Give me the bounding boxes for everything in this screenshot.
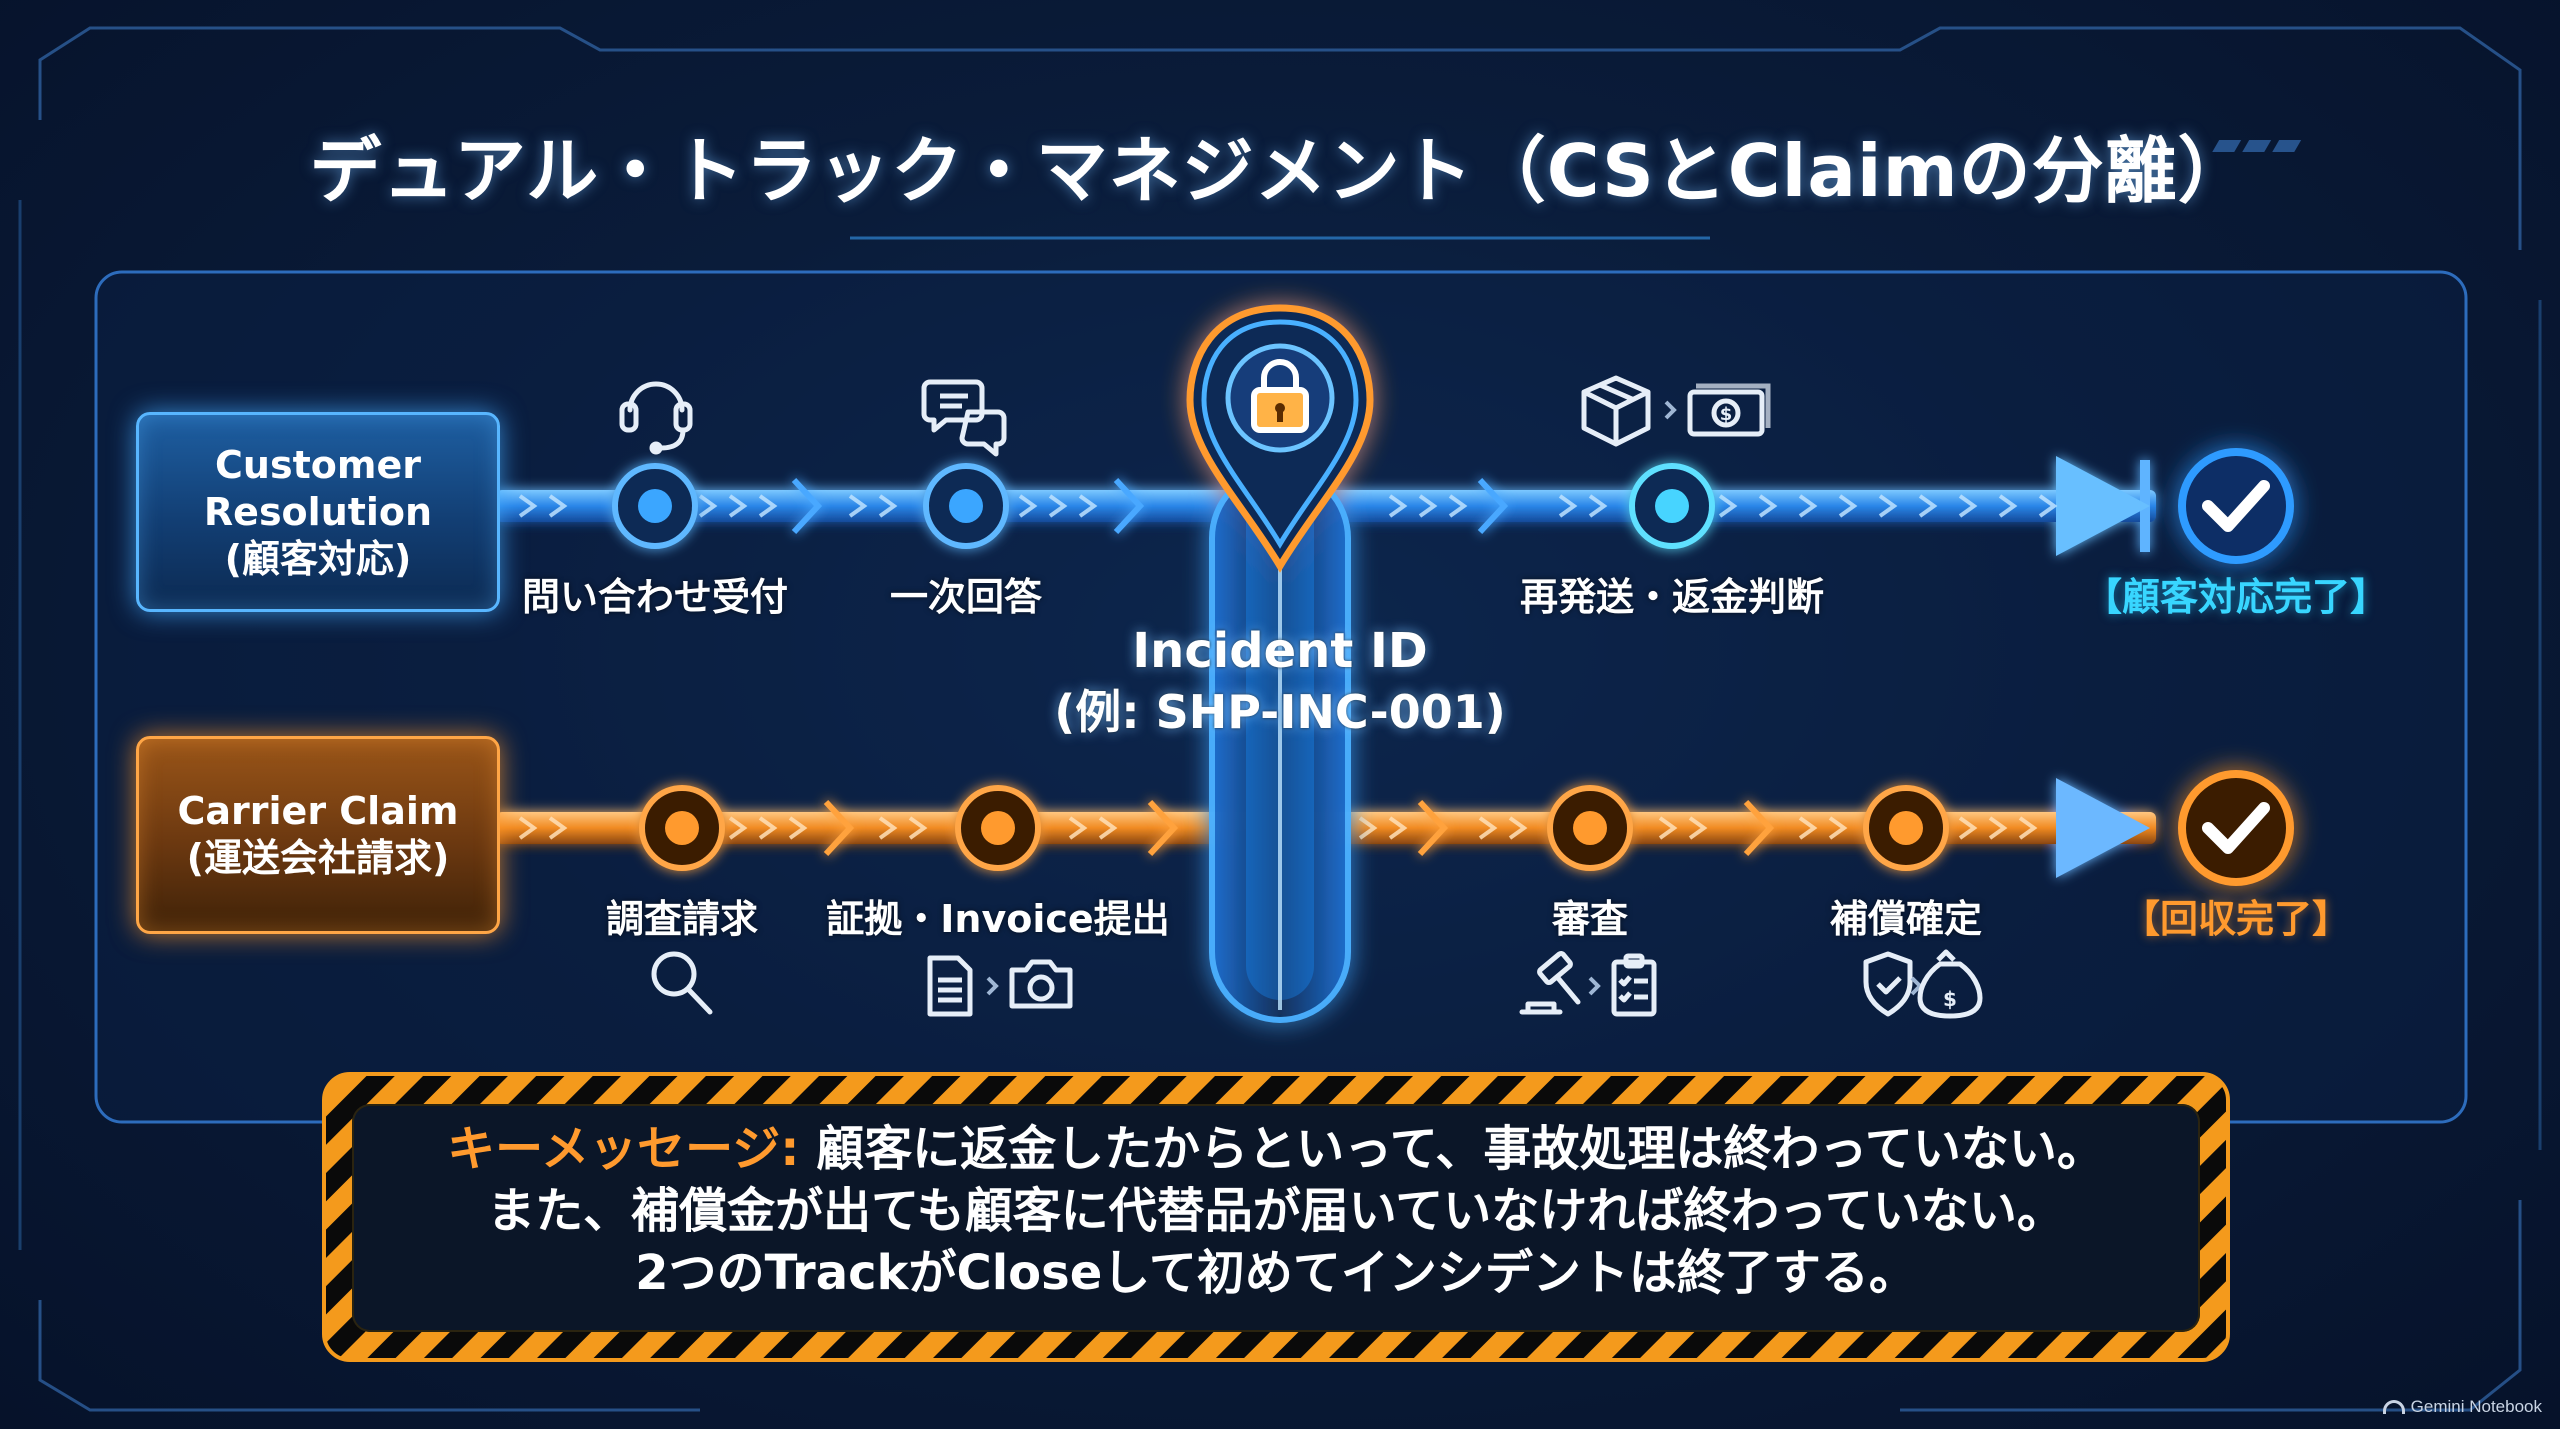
svg-text:$: $ [1720, 404, 1733, 425]
key-message: キーメッセージ: 顧客に返金したからといって、事故処理は終わっていない。 また、… [352, 1118, 2200, 1304]
key-message-line3: 2つのTrackがCloseして初めてインシデントは終了する。 [635, 1245, 1917, 1301]
money-bag-icon: $ [1917, 949, 1983, 1019]
incident-id-title: Incident ID [1132, 623, 1428, 679]
document-icon [927, 955, 973, 1017]
cs-completion-label: 【顧客対応完了】 [2083, 575, 2389, 619]
padlock-icon [1251, 359, 1309, 433]
carrier-step-3: 審査 [1551, 897, 1629, 941]
carrier-step-4: 補償確定 [1829, 897, 1983, 941]
cs-step-2: 一次回答 [889, 575, 1043, 619]
key-message-line2: また、補償金が出ても顧客に代替品が届いていなければ終わっていない。 [487, 1183, 2065, 1239]
clipboard-icon [1611, 953, 1657, 1017]
cs-step-1: 問い合わせ受付 [521, 575, 789, 619]
cs-nodes [612, 463, 1715, 549]
incident-id-label: Incident ID (例: SHP-INC-001) [1020, 620, 1540, 742]
shield-icon [1863, 951, 1913, 1017]
key-message-label: キーメッセージ: [447, 1121, 800, 1177]
footer-brand: Gemini Notebook [2382, 1397, 2542, 1417]
key-message-box [352, 1104, 2200, 1332]
carrier-step-1: 調査請求 [605, 897, 759, 941]
cc-label-line1: Carrier Claim [177, 789, 459, 833]
page-title: デュアル・トラック・マネジメント（CSとClaimの分離） [309, 129, 2251, 213]
carrier-nodes [639, 785, 1949, 871]
svg-text:$: $ [1943, 987, 1957, 1011]
incident-id-example: (例: SHP-INC-001) [1054, 685, 1506, 739]
headset-icon [619, 381, 693, 455]
footer-text: Gemini Notebook [2410, 1397, 2542, 1416]
outer-frame [18, 26, 2542, 1412]
gavel-icon [1519, 950, 1581, 1015]
carrier-track-label: Carrier Claim (運送会社請求) [136, 736, 500, 934]
key-message-line1: 顧客に返金したからといって、事故処理は終わっていない。 [799, 1121, 2105, 1177]
money-icon: $ [1687, 383, 1771, 437]
cs-complete-checkmark-icon [2178, 448, 2294, 564]
cs-label-line2: Resolution [203, 489, 433, 534]
notebook-logo-icon [2382, 1400, 2405, 1414]
carrier-completion-label: 【回収完了】 [2121, 897, 2351, 941]
cc-label-line2: (運送会社請求) [186, 836, 450, 880]
magnifier-icon [651, 951, 713, 1015]
cs-step-3: 再発送・返金判断 [1519, 575, 1825, 619]
package-icon [1581, 375, 1651, 447]
cs-track-label: Customer Resolution (顧客対応) [136, 412, 500, 612]
cs-label-line1: Customer [215, 442, 421, 487]
carrier-complete-checkmark-icon [2178, 770, 2294, 886]
chat-bubbles-icon [921, 379, 1007, 457]
carrier-step-2: 証拠・Invoice提出 [826, 897, 1170, 941]
cs-label-line3: (顧客対応) [224, 536, 412, 581]
camera-icon [1009, 959, 1073, 1009]
